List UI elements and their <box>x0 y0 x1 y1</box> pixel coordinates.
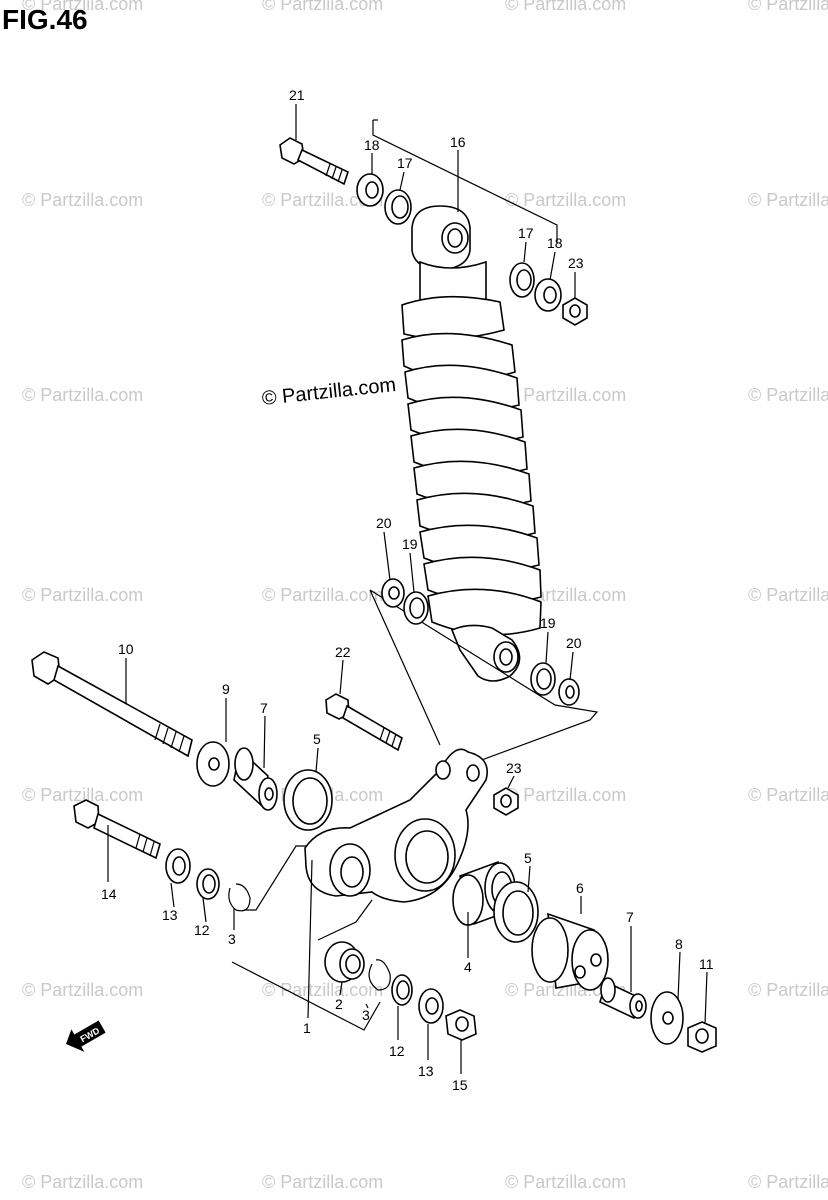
watermark: © Partzilla.com <box>748 1172 828 1192</box>
callout-23: 23 <box>568 255 584 271</box>
watermark: © Partzilla.com <box>22 980 144 1000</box>
circlip-3[interactable] <box>228 883 251 912</box>
watermark: © Partzilla.com <box>262 190 384 210</box>
callouts: 21 18 17 16 17 18 23 20 19 19 20 10 22 9… <box>101 87 714 1093</box>
watermark: © Partzilla.com <box>262 980 384 1000</box>
watermark: © Partzilla.com <box>748 190 828 210</box>
washer-9[interactable] <box>196 741 230 787</box>
watermark: © Partzilla.com <box>22 785 144 805</box>
callout-7: 7 <box>260 700 268 716</box>
callout-7: 7 <box>626 909 634 925</box>
seal-5[interactable] <box>283 769 333 831</box>
cushion-lever-1[interactable] <box>304 748 488 903</box>
callout-18: 18 <box>547 235 563 251</box>
callout-20: 20 <box>376 515 392 531</box>
watermark: © Partzilla.com <box>505 0 627 14</box>
callout-18: 18 <box>364 137 380 153</box>
watermark: © Partzilla.com <box>22 585 144 605</box>
nut-23[interactable] <box>562 297 588 326</box>
callout-12: 12 <box>194 922 210 938</box>
callout-21: 21 <box>289 87 305 103</box>
callout-11: 11 <box>699 956 714 972</box>
watermark: © Partzilla.com <box>505 785 627 805</box>
washer-13[interactable] <box>418 988 444 1024</box>
nut-23[interactable] <box>493 787 519 816</box>
watermark: © Partzilla.com <box>748 0 828 14</box>
callout-12: 12 <box>389 1043 405 1059</box>
spacer-7[interactable] <box>233 747 278 811</box>
watermark: © Partzilla.com <box>748 585 828 605</box>
seal-12[interactable] <box>391 974 413 1006</box>
callout-22: 22 <box>335 644 351 660</box>
watermark: © Partzilla.com <box>748 980 828 1000</box>
circlip-3[interactable] <box>368 959 391 991</box>
seal-5[interactable] <box>493 881 539 943</box>
callout-5: 5 <box>313 731 321 747</box>
watermark: © Partzilla.com <box>262 1172 384 1192</box>
watermark: © Partzilla.com <box>262 0 384 14</box>
watermark: © Partzilla.com <box>22 1172 144 1192</box>
callout-3: 3 <box>228 931 236 947</box>
collar-18[interactable] <box>534 278 562 312</box>
watermark: © Partzilla.com <box>262 585 384 605</box>
callout-1: 1 <box>303 1020 311 1036</box>
shock-absorber[interactable] <box>401 205 542 682</box>
watermark: © Partzilla.com <box>505 190 627 210</box>
callout-17: 17 <box>518 225 534 241</box>
callout-16: 16 <box>450 134 466 150</box>
callout-9: 9 <box>222 681 230 697</box>
callout-23: 23 <box>506 760 522 776</box>
nut-15[interactable] <box>445 1009 477 1041</box>
watermark: © Partzilla.com <box>22 190 144 210</box>
callout-19: 19 <box>540 615 556 631</box>
washer-13[interactable] <box>165 848 191 884</box>
watermark: © Partzilla.com <box>22 0 144 14</box>
callout-6: 6 <box>576 880 584 896</box>
washer-20[interactable] <box>558 678 580 706</box>
callout-13: 13 <box>162 907 178 923</box>
figure-title: FIG.46 <box>2 4 88 35</box>
seal-19[interactable] <box>403 591 429 625</box>
washer-20[interactable] <box>381 578 405 608</box>
bolt-21[interactable] <box>279 137 349 186</box>
fwd-arrow-icon: FWD <box>66 1020 106 1052</box>
seal-17[interactable] <box>509 262 535 298</box>
callout-19: 19 <box>402 536 418 552</box>
watermark: © Partzilla.com <box>505 1172 627 1192</box>
bolt-22[interactable] <box>325 693 403 752</box>
collar-18[interactable] <box>356 173 384 207</box>
seal-12[interactable] <box>196 868 220 900</box>
callout-20: 20 <box>566 635 582 651</box>
callout-3: 3 <box>362 1007 370 1023</box>
callout-15: 15 <box>452 1077 468 1093</box>
leader-lines <box>107 104 708 1074</box>
callout-10: 10 <box>118 641 134 657</box>
spacer-7[interactable] <box>599 977 647 1020</box>
watermark: © Partzilla.com <box>505 385 627 405</box>
bolt-14[interactable] <box>73 799 161 860</box>
washer-8[interactable] <box>650 991 684 1045</box>
callout-5: 5 <box>524 850 532 866</box>
callout-8: 8 <box>675 936 683 952</box>
callout-14: 14 <box>101 886 117 902</box>
watermark: © Partzilla.com <box>748 785 828 805</box>
callout-17: 17 <box>397 155 413 171</box>
nut-11[interactable] <box>687 1021 717 1053</box>
collar-6[interactable] <box>531 912 609 991</box>
callout-4: 4 <box>464 959 472 975</box>
watermark: © Partzilla.com <box>748 385 828 405</box>
bearing-2[interactable] <box>324 941 365 983</box>
seal-19[interactable] <box>530 662 556 696</box>
watermark: © Partzilla.com <box>22 385 144 405</box>
bolt-10[interactable] <box>31 651 193 758</box>
callout-13: 13 <box>418 1063 434 1079</box>
callout-2: 2 <box>335 996 343 1012</box>
seal-17[interactable] <box>384 189 412 225</box>
